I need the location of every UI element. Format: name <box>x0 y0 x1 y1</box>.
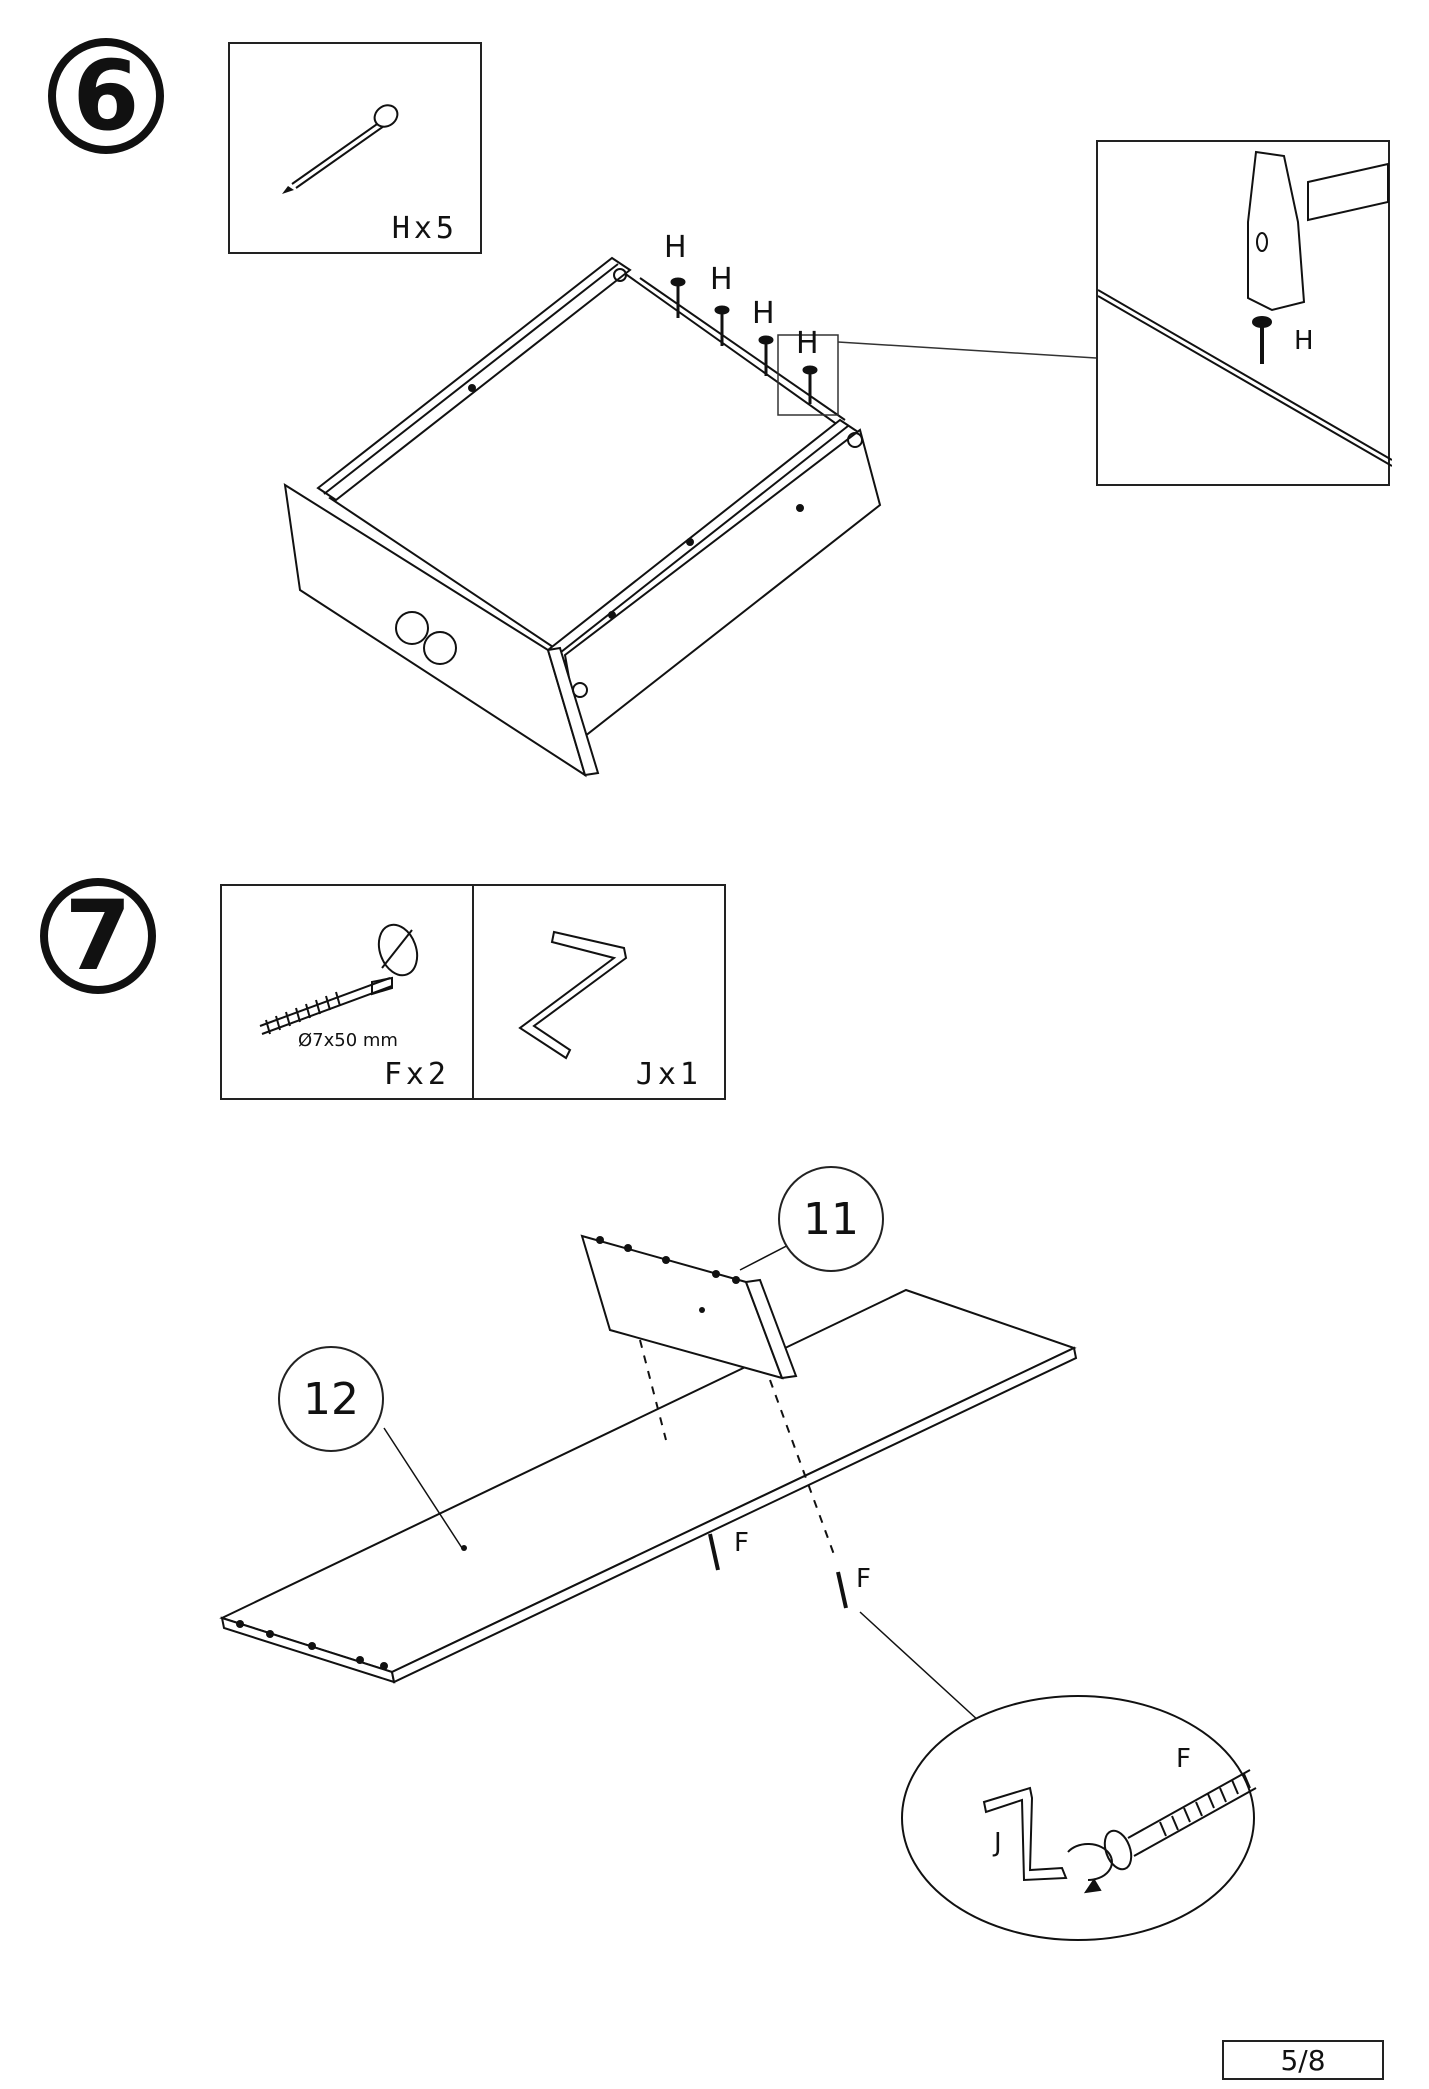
panel-12-callout: 12 <box>278 1346 384 1452</box>
screw-label-2: F <box>856 1564 871 1594</box>
step-7-number: 7 <box>64 880 132 992</box>
nail-label-3: H <box>752 296 775 331</box>
page-number-text: 5/8 <box>1280 2043 1326 2077</box>
detail-screw <box>1103 1769 1257 1871</box>
panel-12-label: 12 <box>303 1373 359 1425</box>
step-6-number: 6 <box>72 40 140 152</box>
part-h-quantity: Hx5 <box>391 211 458 246</box>
detail-allen-key <box>982 1786 1113 1894</box>
panel-11-callout: 11 <box>778 1166 884 1272</box>
allen-key-icon <box>518 930 628 1060</box>
step-6-badge: 6 <box>48 38 164 154</box>
part-box-h: Hx5 <box>228 42 482 254</box>
part-box-f: Ø7x50 mm Fx2 <box>220 884 474 1100</box>
step-7-badge: 7 <box>40 878 156 994</box>
part-box-j: Jx1 <box>472 884 726 1100</box>
drawer-illustration <box>283 256 1097 778</box>
screw-icon <box>259 923 419 1035</box>
panel-11-label: 11 <box>803 1193 859 1245</box>
part-j-quantity: Jx1 <box>635 1057 702 1092</box>
hammer-icon <box>1098 150 1392 467</box>
detail-screw-label: F <box>1176 1744 1191 1774</box>
screw-label-1: F <box>734 1528 749 1558</box>
hammer-detail-label: H <box>1294 326 1314 356</box>
page-number: 5/8 <box>1222 2040 1384 2080</box>
part-f-quantity: Fx2 <box>383 1057 450 1092</box>
part-f-dimension: Ø7x50 mm <box>298 1030 398 1051</box>
hammer-detail-box: H <box>1096 140 1392 486</box>
nail-label-4: H <box>796 326 819 361</box>
nail-label-2: H <box>710 262 733 297</box>
nail-icon <box>282 104 399 194</box>
detail-key-label: J <box>994 1828 1002 1858</box>
nail-label-1: H <box>664 230 687 265</box>
